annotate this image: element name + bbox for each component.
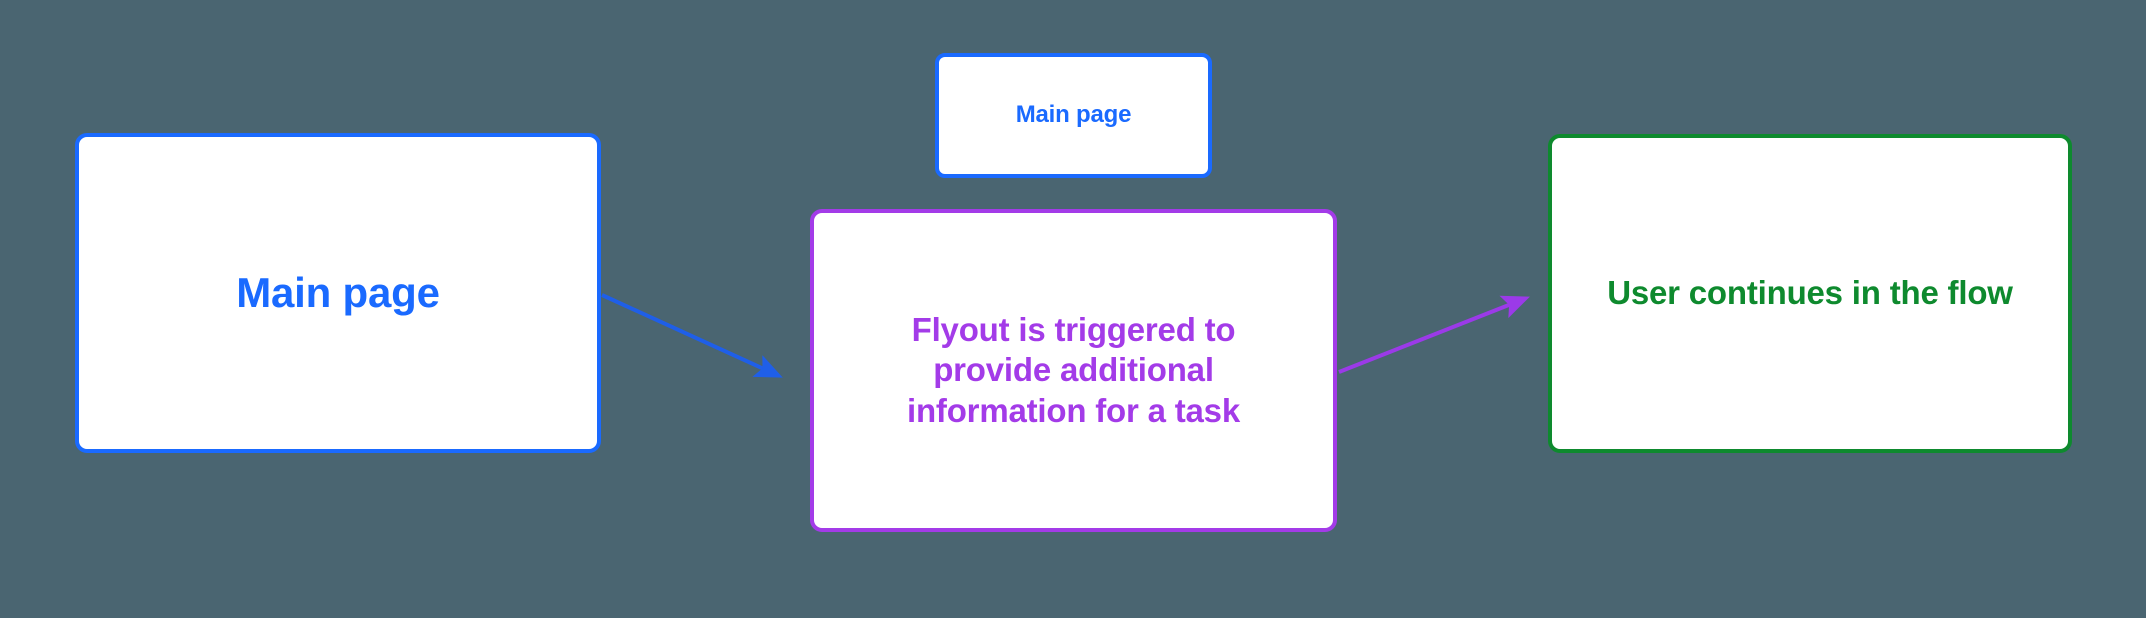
node-outcome-label: User continues in the flow xyxy=(1607,274,2013,312)
node-flyout[interactable]: Flyout is triggered to provide additiona… xyxy=(810,209,1337,532)
node-main-page-small[interactable]: Main page xyxy=(935,53,1212,178)
node-main-page-small-label: Main page xyxy=(1015,101,1132,129)
node-outcome[interactable]: User continues in the flow xyxy=(1548,134,2072,453)
node-main-page-label: Main page xyxy=(236,269,440,317)
node-main-page[interactable]: Main page xyxy=(75,133,601,453)
connector-main-page-to-flyout xyxy=(601,293,783,378)
node-flyout-label: Flyout is triggered to provide additiona… xyxy=(907,311,1240,429)
connector-flyout-to-outcome xyxy=(1338,295,1530,374)
